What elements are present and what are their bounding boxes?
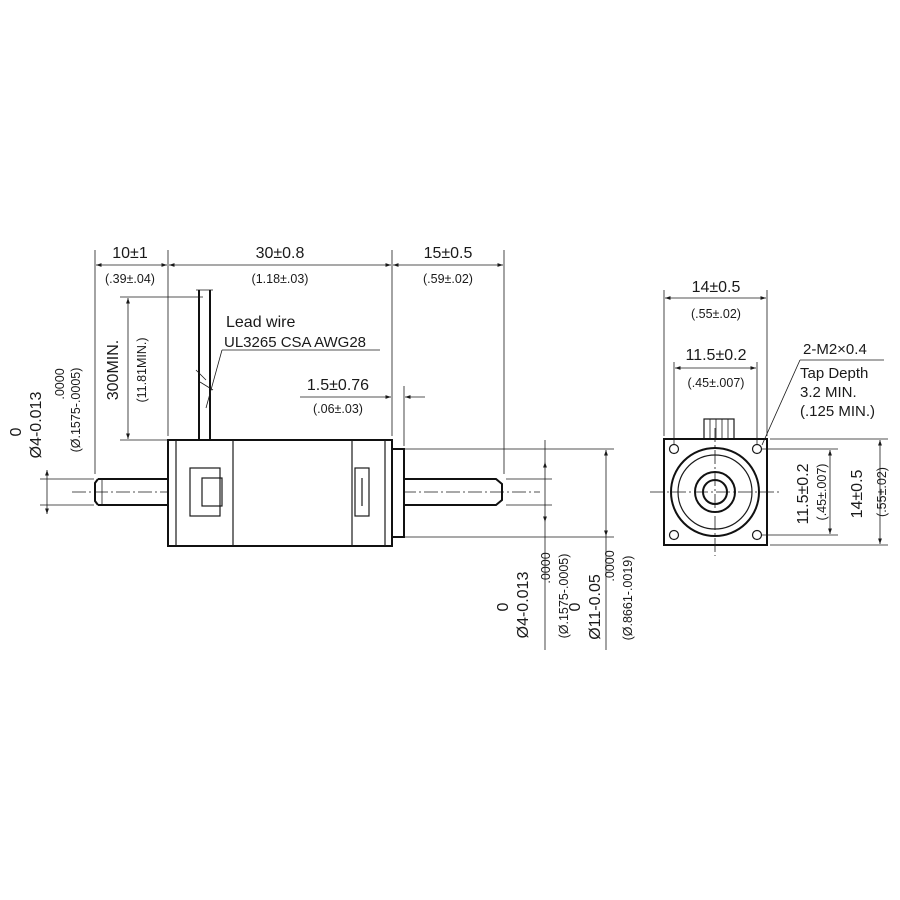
dim-wire-length-in: (11.81MIN.) <box>135 337 149 402</box>
tap-depth-in: (.125 MIN.) <box>800 403 875 420</box>
dim-hole-pitch-in: (.45±.007) <box>688 376 745 390</box>
dim-wire-length: 300MIN. <box>105 340 122 400</box>
rear-shaft <box>94 478 168 506</box>
tap-leader <box>761 359 801 446</box>
boss-tol-upper: 0 <box>567 602 584 611</box>
tap-spec: 2-M2×0.4 <box>803 341 867 358</box>
dim-hole-pitch-v-in: (.45±.007) <box>815 464 829 521</box>
rear-shaft-dia-in: (Ø.1575-.0005) <box>69 368 83 453</box>
dim-left-length-in: (.39±.04) <box>105 272 155 286</box>
dim-boss-length-in: (.06±.03) <box>313 402 363 416</box>
corner-hole-tl <box>668 443 680 455</box>
dim-body-length-in: (1.18±.03) <box>252 272 309 286</box>
lead-wire <box>195 289 214 440</box>
rear-shaft-tol-upper: 0 <box>8 427 25 436</box>
motor-body <box>167 439 393 547</box>
dimension-wire-length <box>120 296 203 441</box>
dimension-hole-pitch-v <box>762 448 838 536</box>
rear-shaft-tol-upper-in: .0000 <box>53 368 67 399</box>
tap-depth: 3.2 MIN. <box>800 384 857 401</box>
front-shaft-dia: Ø4-0.013 <box>515 572 532 639</box>
dim-shaft-length: 15±0.5 <box>424 245 473 262</box>
dim-front-width-in: (.55±.02) <box>691 307 741 321</box>
dim-shaft-length-in: (.59±.02) <box>423 272 473 286</box>
lead-wire-title: Lead wire <box>226 314 295 331</box>
dimension-front-height <box>770 438 888 546</box>
corner-hole-br <box>751 529 763 541</box>
boss-dia: Ø11-0.05 <box>587 574 604 640</box>
dimension-rear-shaft-dia <box>40 470 94 514</box>
dim-body-length: 30±0.8 <box>256 245 305 262</box>
corner-hole-tr <box>751 443 763 455</box>
front-view: 14±0.5 (.55±.02) 11.5±0.2 (.45±.007) 2-M… <box>650 279 889 556</box>
corner-hole-bl <box>668 529 680 541</box>
dimension-boss-length <box>300 386 425 446</box>
front-shaft-tol-upper: 0 <box>495 602 512 611</box>
boss-dia-in: (Ø.8661-.0019) <box>621 556 635 641</box>
dim-hole-pitch-v: 11.5±0.2 <box>795 463 812 524</box>
front-shaft-tol-upper-in: .0000 <box>539 552 553 583</box>
dim-hole-pitch: 11.5±0.2 <box>686 347 747 364</box>
boss-circle <box>670 447 760 537</box>
dim-left-length: 10±1 <box>112 245 148 262</box>
side-view: 10±1 (.39±.04) 30±0.8 (1.18±.03) 15±0.5 … <box>8 245 635 650</box>
dim-boss-length: 1.5±0.76 <box>307 377 369 394</box>
front-shaft <box>404 478 503 506</box>
rear-shaft-dia: Ø4-0.013 <box>28 392 45 459</box>
dimension-lengths <box>94 250 505 474</box>
dim-front-height: 14±0.5 <box>849 469 866 518</box>
front-shaft-dia-in: (Ø.1575-.0005) <box>557 554 571 639</box>
tap-depth-label: Tap Depth <box>800 365 868 382</box>
dimension-hole-pitch <box>673 362 758 444</box>
dimension-front-width <box>663 290 768 436</box>
dimension-boss-dia <box>404 448 614 650</box>
lead-wire-spec: UL3265 CSA AWG28 <box>224 334 366 351</box>
dimension-front-shaft-dia <box>506 440 552 650</box>
dim-front-width: 14±0.5 <box>692 279 741 296</box>
boss-tol-upper-in: .0000 <box>603 550 617 581</box>
motor-boss <box>391 448 405 538</box>
dim-front-height-in: (.55±.02) <box>875 467 889 517</box>
connector-tab <box>703 418 735 440</box>
